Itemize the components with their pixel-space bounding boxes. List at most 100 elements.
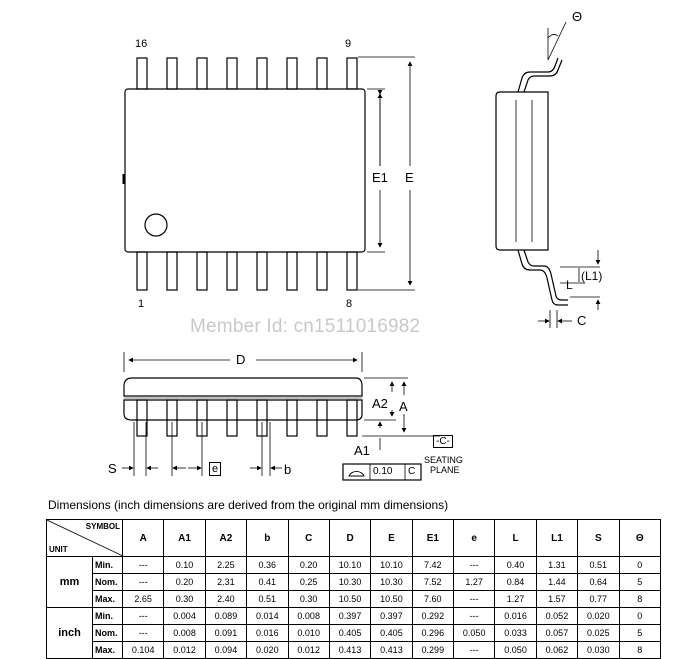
top-pin [166, 57, 178, 90]
front-pin [346, 399, 358, 437]
dim-label-d: D [236, 352, 246, 367]
table-cell: 0.050 [452, 624, 496, 642]
dim-label-a: A [399, 399, 408, 414]
table-cell: 0.020 [577, 607, 620, 625]
table-cell: 8 [618, 641, 661, 659]
table-cell: 0.016 [246, 624, 289, 642]
top-pin [196, 57, 208, 90]
front-pin [286, 399, 298, 437]
column-header: E [370, 519, 413, 557]
table-cell: 0.40 [494, 556, 537, 574]
table-cell: 0.010 [287, 624, 330, 642]
table-cell: 0.033 [494, 624, 537, 642]
table-corner-cell: SYMBOL UNIT [46, 519, 123, 557]
bottom-pin [346, 251, 358, 291]
column-header: A1 [163, 519, 206, 557]
table-cell: 0.014 [246, 607, 289, 625]
row-label: Max. [92, 641, 123, 659]
column-header: S [577, 519, 620, 557]
table-cell: --- [452, 607, 496, 625]
column-header: e [452, 519, 496, 557]
front-view-body [123, 377, 363, 397]
column-header: C [287, 519, 330, 557]
dim-label-a1: A1 [354, 443, 370, 458]
table-cell: 0.091 [204, 624, 248, 642]
table-cell: 1.31 [535, 556, 579, 574]
dim-label-a2: A2 [372, 396, 388, 411]
table-cell: 0 [618, 556, 661, 574]
table-cell: 0.20 [287, 556, 330, 574]
column-header: b [246, 519, 289, 557]
pin-label-1: 1 [138, 298, 145, 310]
column-header: L [494, 519, 537, 557]
top-pin [256, 57, 268, 90]
unit-label: UNIT [49, 545, 68, 554]
table-cell: 0.64 [577, 573, 620, 591]
table-cell: 0.51 [577, 556, 620, 574]
table-cell: 0.30 [287, 590, 330, 608]
table-cell: 0.36 [246, 556, 289, 574]
package-drawing [122, 21, 601, 481]
table-cell: 0.030 [577, 641, 620, 659]
column-header: A [121, 519, 165, 557]
table-cell: 0.10 [163, 556, 206, 574]
table-cell: 0.84 [494, 573, 537, 591]
table-cell: --- [121, 556, 165, 574]
table-cell: 0.012 [163, 641, 206, 659]
table-cell: 0.77 [577, 590, 620, 608]
table-cell: 1.27 [494, 590, 537, 608]
table-cell: 0.292 [411, 607, 455, 625]
table-cell: 0.20 [163, 573, 206, 591]
table-cell: 0.299 [411, 641, 455, 659]
front-pin [316, 399, 328, 437]
table-cell: 1.44 [535, 573, 579, 591]
table-cell: 0.089 [204, 607, 248, 625]
pin-label-9: 9 [345, 38, 352, 50]
table-cell: 0.397 [370, 607, 413, 625]
row-label: Nom. [92, 573, 123, 591]
dimensions-title: Dimensions (inch dimensions are derived … [48, 498, 449, 512]
row-label: Min. [92, 607, 123, 625]
row-label: Min. [92, 556, 123, 574]
table-cell: 7.60 [411, 590, 455, 608]
top-pin [136, 57, 148, 90]
symbol-label: SYMBOL [85, 522, 120, 531]
table-cell: 0.016 [494, 607, 537, 625]
table-cell: 5 [618, 573, 661, 591]
table-cell: 0.405 [370, 624, 413, 642]
table-cell: 0.296 [411, 624, 455, 642]
table-cell: --- [452, 641, 496, 659]
unit-cell: inch [46, 607, 93, 659]
table-cell: 10.50 [370, 590, 413, 608]
tolerance-value: 0.10 [373, 466, 393, 477]
dim-label-l1: (L1) [581, 269, 603, 283]
dim-label-c: C [577, 313, 587, 328]
bottom-pin [226, 251, 238, 291]
bottom-pin [316, 251, 328, 291]
table-cell: 0.25 [287, 573, 330, 591]
table-cell: 0.104 [121, 641, 165, 659]
table-cell: 0.025 [577, 624, 620, 642]
datum-label-c: -C- [433, 435, 453, 448]
front-pin [136, 399, 148, 437]
front-pins [136, 399, 358, 437]
table-cell: 2.31 [204, 573, 248, 591]
top-pin [226, 57, 238, 90]
table-cell: 0.062 [535, 641, 579, 659]
table-cell: 0.057 [535, 624, 579, 642]
seating-plane-label-1: SEATING [424, 455, 463, 465]
bottom-pin [196, 251, 208, 291]
dim-label-s: S [108, 461, 117, 476]
table-cell: 10.30 [370, 573, 413, 591]
table-cell: 0.008 [163, 624, 206, 642]
table-cell: 8 [618, 590, 661, 608]
seating-plane-label-2: PLANE [430, 465, 460, 475]
table-cell: --- [452, 556, 496, 574]
table-cell: --- [121, 607, 165, 625]
watermark: Member Id: cn1511016982 [190, 316, 421, 337]
table-cell: 0.405 [328, 624, 372, 642]
bottom-pin [136, 251, 148, 291]
table-cell: 0.413 [370, 641, 413, 659]
